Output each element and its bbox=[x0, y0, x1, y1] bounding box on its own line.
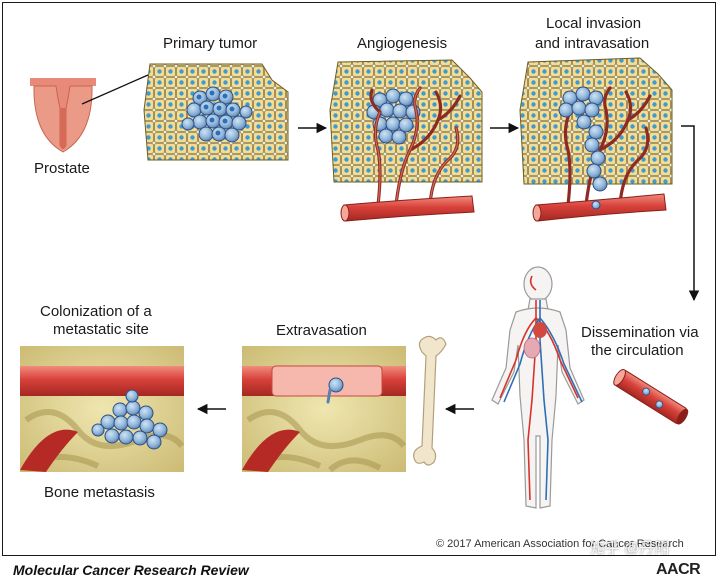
prostate-icon bbox=[30, 78, 96, 153]
bone-icon bbox=[413, 335, 447, 466]
watermark: 知乎 @丹阳 bbox=[590, 540, 670, 557]
label-prostate: Prostate bbox=[34, 160, 90, 177]
label-dissemination-line1: Dissemination via bbox=[581, 324, 699, 341]
footer-bar: Molecular Cancer Research Review AACR bbox=[0, 557, 720, 584]
angiogenesis-illustration bbox=[329, 59, 483, 222]
colonization-illustration bbox=[20, 346, 185, 472]
journal-title: Molecular Cancer Research Review bbox=[13, 562, 249, 578]
aacr-logo: AACR bbox=[656, 561, 701, 578]
label-colonization-line1: Colonization of a bbox=[40, 303, 152, 320]
label-dissemination-line2: the circulation bbox=[591, 342, 684, 359]
pointer-line bbox=[81, 74, 149, 105]
label-colonization-line2: metastatic site bbox=[53, 321, 149, 338]
primary-tumor-illustration bbox=[143, 63, 289, 161]
label-local-invasion-line2: and intravasation bbox=[535, 35, 650, 52]
label-extravasation: Extravasation bbox=[276, 322, 367, 339]
label-primary-tumor: Primary tumor bbox=[163, 35, 258, 52]
extravasation-illustration bbox=[242, 346, 407, 473]
label-bone-metastasis: Bone metastasis bbox=[44, 484, 155, 501]
local-invasion-illustration bbox=[519, 57, 673, 222]
label-angiogenesis: Angiogenesis bbox=[357, 35, 448, 52]
arrow-3 bbox=[681, 125, 700, 302]
human-body-illustration bbox=[491, 266, 585, 509]
copyright-text: © 2017 American Association for Cancer R… bbox=[436, 538, 684, 550]
vessel-segment-illustration bbox=[613, 368, 689, 425]
label-local-invasion-line1: Local invasion bbox=[546, 15, 642, 32]
